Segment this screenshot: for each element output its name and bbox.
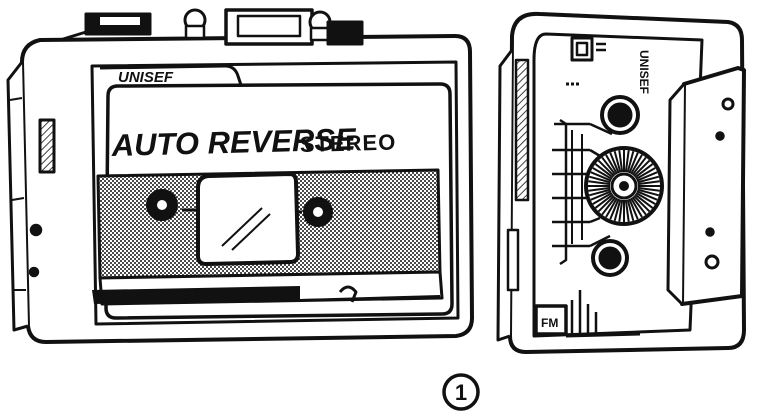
wheel-tick: [588, 188, 611, 197]
wheel-tick: [633, 195, 651, 213]
fm-badge-label: FM: [541, 316, 558, 330]
wheel-tick: [628, 152, 639, 174]
back-cassette-player: [496, 11, 746, 354]
wheel-tick: [594, 163, 614, 179]
wheel-tick: [613, 199, 622, 222]
figure-number-marker: 1: [442, 373, 480, 411]
wheel-tick: [594, 193, 614, 209]
auto-reverse-label: AUTO REVERSE: [110, 122, 357, 163]
wheel-tick: [613, 150, 622, 173]
wheel-tick: [588, 175, 611, 184]
wheel-tick: [592, 167, 613, 180]
wheel-tick: [628, 198, 639, 220]
wheel-tick: [605, 197, 618, 218]
wheel-tick: [605, 154, 618, 175]
wheel-tick: [624, 150, 630, 173]
wheel-tick: [601, 156, 617, 176]
wheel-tick: [588, 186, 611, 192]
wheel-tick: [597, 195, 615, 213]
wheel-tick: [626, 199, 635, 222]
side-jack: [29, 223, 43, 237]
wheel-tick: [635, 167, 656, 180]
wheel-tick: [633, 159, 651, 177]
wheel-tick: [637, 175, 660, 184]
wheel-tick: [618, 199, 624, 222]
wheel-tick: [624, 199, 630, 222]
wheel-tick: [609, 198, 620, 220]
wheel-tick: [609, 152, 620, 174]
back-brand-label: UNISEF: [637, 50, 651, 94]
wheel-tick: [637, 186, 660, 192]
wheel-tick: [597, 159, 615, 177]
front-brand-label: UNISEF: [118, 69, 174, 86]
tape-view-window: [196, 172, 300, 266]
wheel-tick: [590, 171, 612, 182]
front-cassette-player: [6, 8, 474, 344]
wheel-tick: [631, 156, 647, 176]
wheel-tick: [637, 188, 660, 197]
wheel-tick: [592, 192, 613, 205]
wheel-tick: [631, 196, 647, 216]
wheel-tick: [636, 171, 658, 182]
wheel-tick: [588, 180, 611, 186]
wheel-tick: [626, 150, 635, 173]
figure-number-label: 1: [455, 380, 467, 405]
side-switch: [38, 118, 56, 174]
wheel-tick: [601, 196, 617, 216]
stereo-label: STEREO: [299, 129, 396, 157]
wheel-tick: [636, 190, 658, 201]
wheel-tick: [634, 193, 654, 209]
wheel-tick: [635, 192, 656, 205]
fm-badge: [534, 304, 568, 336]
wheel-tick: [630, 154, 643, 175]
wheel-tick: [618, 150, 624, 173]
wheel-tick: [590, 190, 612, 201]
wheel-tick: [634, 163, 654, 179]
top-controls: [59, 8, 364, 46]
wheel-tick: [637, 180, 660, 186]
wheel-tick: [630, 197, 643, 218]
